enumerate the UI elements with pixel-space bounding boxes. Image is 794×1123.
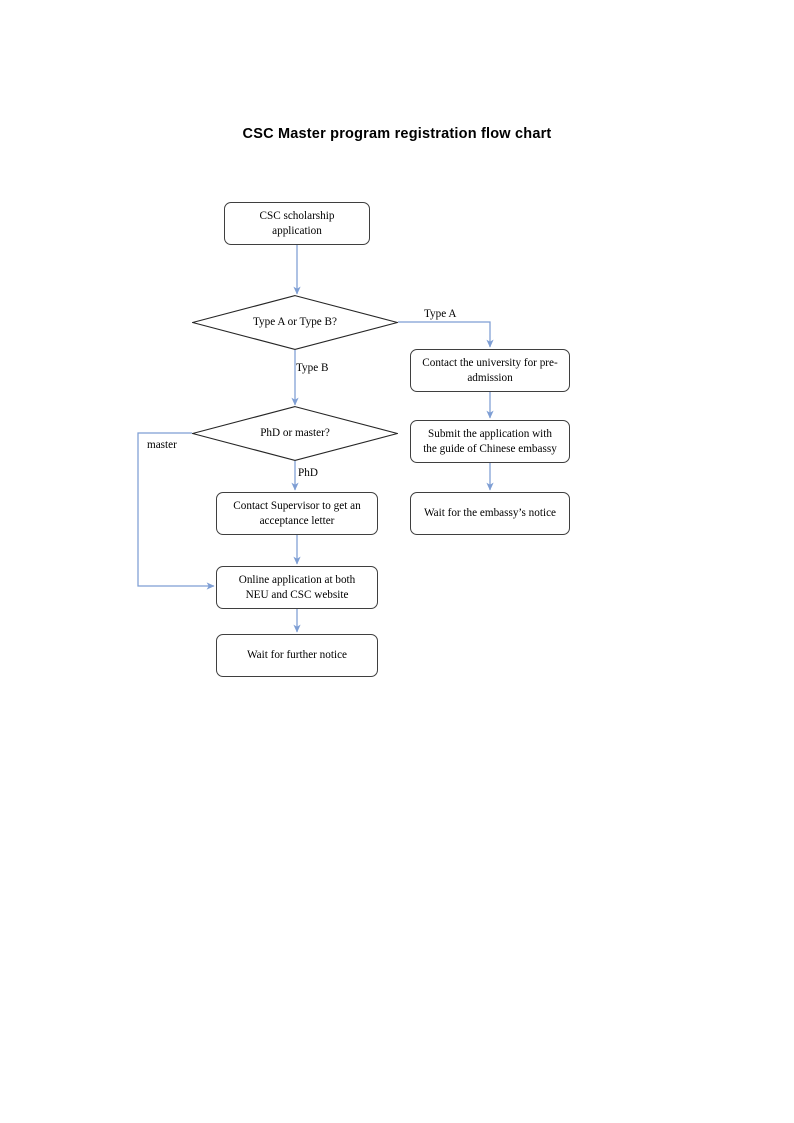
node-label: Wait for the embassy’s notice xyxy=(423,507,557,520)
node-csc-scholarship-application[interactable]: CSC scholarship application xyxy=(224,202,370,245)
node-label: Wait for further notice xyxy=(246,649,348,662)
node-wait-further-notice[interactable]: Wait for further notice xyxy=(216,634,378,677)
edge-label-master: master xyxy=(147,439,177,451)
diamond-shape xyxy=(192,295,398,350)
edge-label-type-a: Type A xyxy=(424,308,457,320)
node-wait-embassy-notice[interactable]: Wait for the embassy’s notice xyxy=(410,492,570,535)
edge-label-type-b: Type B xyxy=(296,362,329,374)
edge-label-phd: PhD xyxy=(298,467,318,479)
node-contact-university-pre-admission[interactable]: Contact the university for pre-admission xyxy=(410,349,570,392)
node-label: Submit the application with the guide of… xyxy=(423,427,557,455)
node-label: CSC scholarship application xyxy=(259,209,335,237)
node-label: Online application at both NEU and CSC w… xyxy=(238,573,356,601)
page-title: CSC Master program registration flow cha… xyxy=(242,126,552,142)
node-online-application-neu-csc[interactable]: Online application at both NEU and CSC w… xyxy=(216,566,378,609)
node-decision-type-a-or-type-b[interactable]: Type A or Type B? xyxy=(192,295,398,350)
node-decision-phd-or-master[interactable]: PhD or master? xyxy=(192,406,398,461)
node-label: Contact the university for pre-admission xyxy=(422,356,558,384)
node-label: Type A or Type B? xyxy=(253,316,337,329)
edge-decision-type-to-contact-university xyxy=(398,321,494,348)
node-submit-application-embassy[interactable]: Submit the application with the guide of… xyxy=(410,420,570,463)
diamond-shape xyxy=(192,406,398,461)
node-label: Contact Supervisor to get an acceptance … xyxy=(233,499,361,527)
node-label: PhD or master? xyxy=(260,427,330,440)
node-contact-supervisor-acceptance-letter[interactable]: Contact Supervisor to get an acceptance … xyxy=(216,492,378,535)
